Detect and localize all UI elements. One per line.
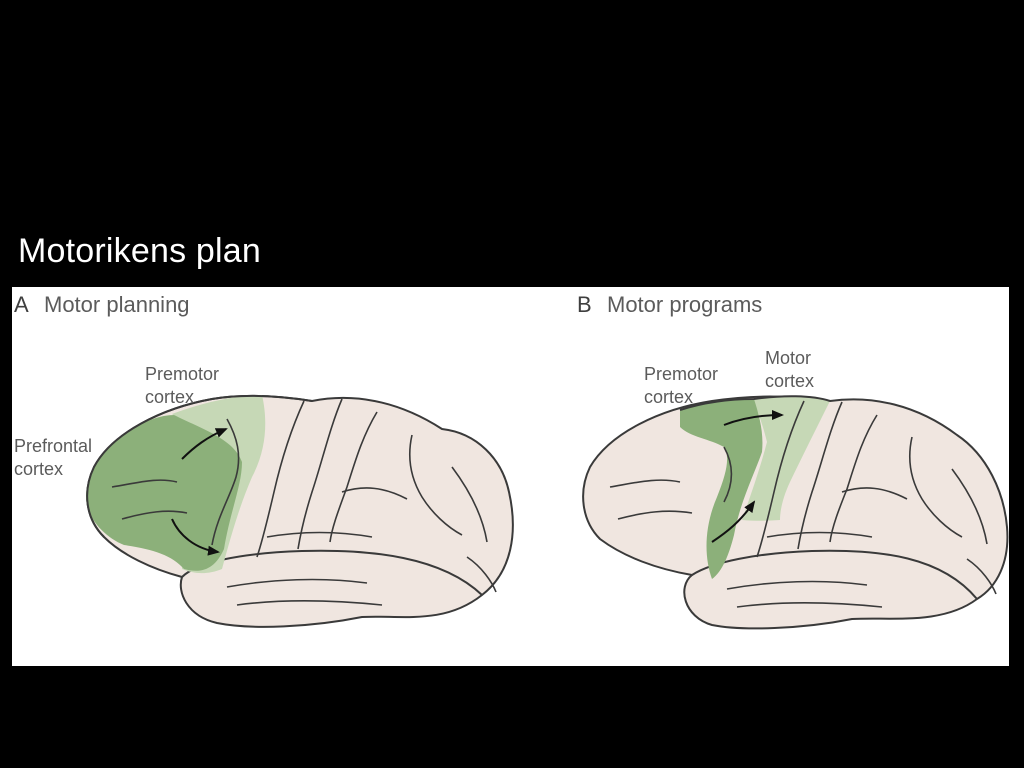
panel-a-letter: A xyxy=(14,292,29,317)
brain-diagram: A Motor planning xyxy=(12,287,1009,666)
panel-a-premotor-label-line1: Premotor xyxy=(145,364,219,384)
panel-b-motor-label-line1: Motor xyxy=(765,348,811,368)
panel-a-premotor-label-line2: cortex xyxy=(145,387,194,407)
panel-b-heading: Motor programs xyxy=(607,292,762,317)
panel-a-prefrontal-label-line1: Prefrontal xyxy=(14,436,92,456)
panel-b-premotor-label-line1: Premotor xyxy=(644,364,718,384)
panel-a-prefrontal-label-line2: cortex xyxy=(14,459,63,479)
panel-b-motor-label-line2: cortex xyxy=(765,371,814,391)
panel-b-premotor-label-line2: cortex xyxy=(644,387,693,407)
panel-a-heading: Motor planning xyxy=(44,292,190,317)
figure: A Motor planning xyxy=(12,287,1009,666)
slide-title: Motorikens plan xyxy=(18,232,261,271)
panel-b-letter: B xyxy=(577,292,592,317)
